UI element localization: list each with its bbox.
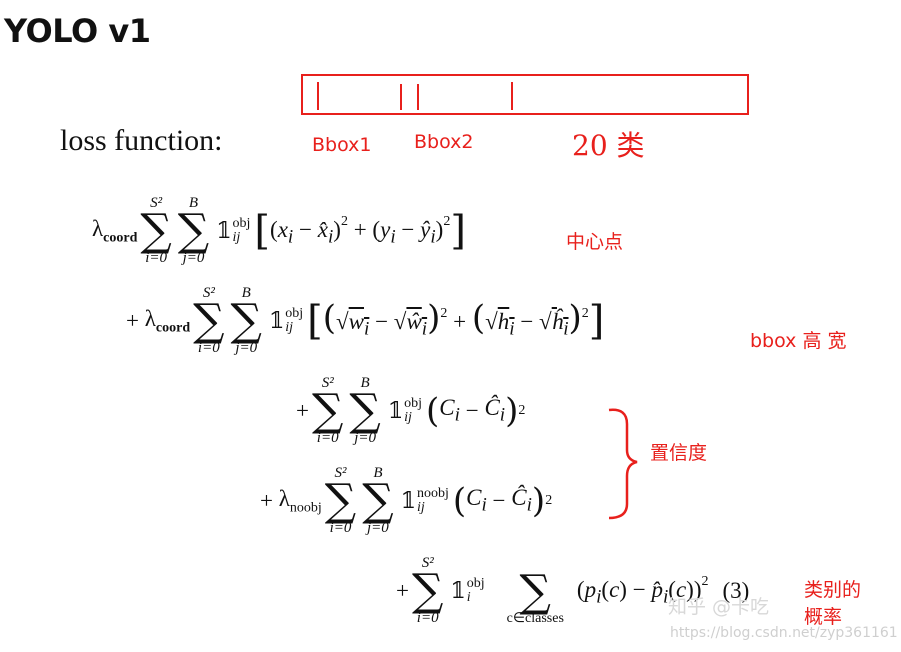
- watermark-brand: 知乎 @卡吃: [668, 596, 770, 618]
- confidence-brace: [608, 408, 638, 520]
- lambda-coord: λcoord: [144, 305, 191, 336]
- loss-heading: loss function:: [60, 124, 223, 157]
- sum-c: ∑c∈classes: [506, 565, 564, 626]
- indicator: 𝟙: [268, 308, 285, 334]
- center-annotation: 中心点: [566, 231, 624, 253]
- vector-tick: [511, 82, 513, 110]
- center-expression: (xi − x̂i)2 + (yi − ŷi)2: [270, 213, 451, 248]
- confidence-annotation: 置信度: [650, 442, 708, 464]
- class-annotation-line1: 类别的: [804, 579, 862, 601]
- sum-j: B∑j=0: [230, 285, 262, 356]
- indicator: 𝟙: [387, 398, 404, 424]
- vector-tick: [317, 82, 319, 110]
- equation-number: (3): [722, 578, 750, 603]
- sum-i: S²∑i=0: [193, 285, 225, 356]
- size-expression: (√wi − √ŵi)2 + (√hi − √ĥi)2: [322, 298, 589, 340]
- sum-j: B∑j=0: [362, 465, 394, 536]
- indicator: 𝟙: [400, 488, 416, 514]
- page-title: YOLO v1: [4, 12, 151, 50]
- output-vector-box: [301, 74, 749, 115]
- sum-i: S²∑i=0: [324, 465, 357, 536]
- class-annotation-line2: 概率: [804, 606, 843, 628]
- sum-i: S²∑i=0: [411, 555, 444, 626]
- size-annotation: bbox 高 宽: [750, 330, 847, 352]
- lambda-noobj: λnoobj: [278, 485, 322, 516]
- class-count-label: 20 类: [572, 129, 645, 162]
- bbox2-label: Bbox2: [414, 131, 474, 153]
- sum-i: S²∑i=0: [311, 375, 344, 446]
- lambda-coord: λcoord: [92, 215, 138, 246]
- sum-i: S²∑i=0: [140, 195, 172, 266]
- indicator: 𝟙: [216, 218, 232, 244]
- vector-tick: [417, 84, 419, 110]
- sum-j: B∑j=0: [349, 375, 381, 446]
- indicator: 𝟙: [450, 578, 466, 604]
- bbox1-label: Bbox1: [312, 134, 372, 156]
- vector-tick: [400, 84, 402, 110]
- sum-j: B∑j=0: [177, 195, 210, 266]
- watermark-url: https://blog.csdn.net/zyp361161: [670, 625, 898, 641]
